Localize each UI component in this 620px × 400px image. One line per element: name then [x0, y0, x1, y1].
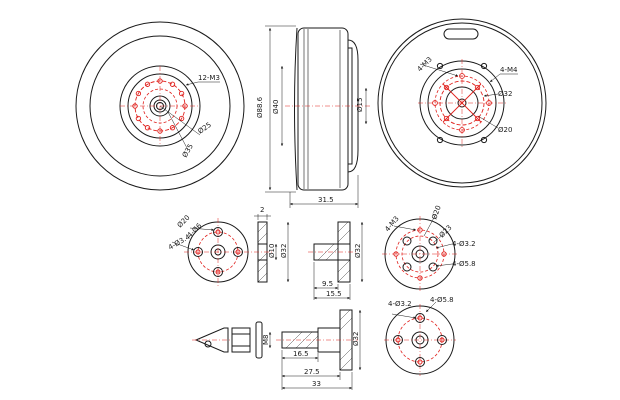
label-back-d20: Ø20 — [498, 126, 512, 134]
label-adapter-d10: Ø10 — [268, 244, 276, 258]
adapter-side-view: 2 Ø10 Ø32 — [254, 206, 290, 283]
label-back-4-m3: 4-M3 — [416, 55, 434, 73]
washer-view — [255, 321, 263, 359]
label-front-d35: Ø35 — [181, 143, 195, 159]
label-front-d25: Ø25 — [197, 121, 213, 136]
label-side-31-5: 31.5 — [318, 196, 334, 204]
back-hole-pattern — [432, 62, 492, 144]
nut-view — [231, 327, 251, 353]
prop-flange-front-view: 4-Ø3.2 4-Ø5.8 — [384, 296, 456, 376]
front-hole-pattern — [132, 78, 188, 134]
prop-shaft-side-view: M8 Ø32 16.5 27.5 33 — [262, 309, 362, 390]
label-prop-m8: M8 — [262, 335, 270, 346]
motor-back-view: 4-M3 4-M4 Ø32 Ø20 — [377, 18, 547, 188]
label-prop-16-5: 16.5 — [293, 350, 309, 358]
label-prop-d32: Ø32 — [352, 332, 360, 346]
label-adapter-d20: Ø20 — [176, 214, 192, 230]
label-back-4-m4: 4-M4 — [500, 66, 518, 74]
label-prop-27-5: 27.5 — [304, 368, 320, 376]
label-flange-4-d3-2: 4-Ø3.2 — [452, 240, 476, 248]
label-side-d40: Ø40 — [272, 100, 280, 114]
label-side-d88-6: Ø88.6 — [256, 96, 264, 118]
label-flange-4-d5-8: 4-Ø5.8 — [452, 260, 476, 268]
label-flange-d20: Ø20 — [430, 204, 442, 220]
spinner-cone-view — [192, 327, 232, 353]
label-prop-4-d3-2: 4-Ø3.2 — [388, 300, 412, 308]
label-shaft-9-5: 9.5 — [322, 280, 333, 288]
label-side-d15: Ø15 — [356, 98, 364, 112]
label-adapter-d32: Ø32 — [280, 244, 288, 258]
label-back-d32: Ø32 — [498, 90, 512, 98]
adapter-front-view: 4-Ø6 Ø20 4-Ø3.4 — [167, 214, 252, 286]
motor-front-view: 12-M3 Ø25 Ø35 — [75, 21, 245, 191]
label-12-m3: 12-M3 — [198, 74, 220, 82]
label-shaft-15-5: 15.5 — [326, 290, 342, 298]
label-prop-33: 33 — [312, 380, 321, 388]
shaft-adapter-side-view: Ø32 9.5 15.5 — [308, 221, 364, 300]
flange-front-view: 4-M3 Ø20 Ø23 4-Ø3.2 4-Ø5.8 — [382, 204, 476, 292]
motor-side-view: Ø88.6 Ø40 Ø15 31.5 — [256, 25, 370, 208]
label-flange-4-m3: 4-M3 — [383, 215, 400, 234]
label-prop-4-d5-8: 4-Ø5.8 — [430, 296, 454, 304]
label-shaft-d32: Ø32 — [354, 244, 362, 258]
label-adapter-2: 2 — [260, 206, 264, 214]
